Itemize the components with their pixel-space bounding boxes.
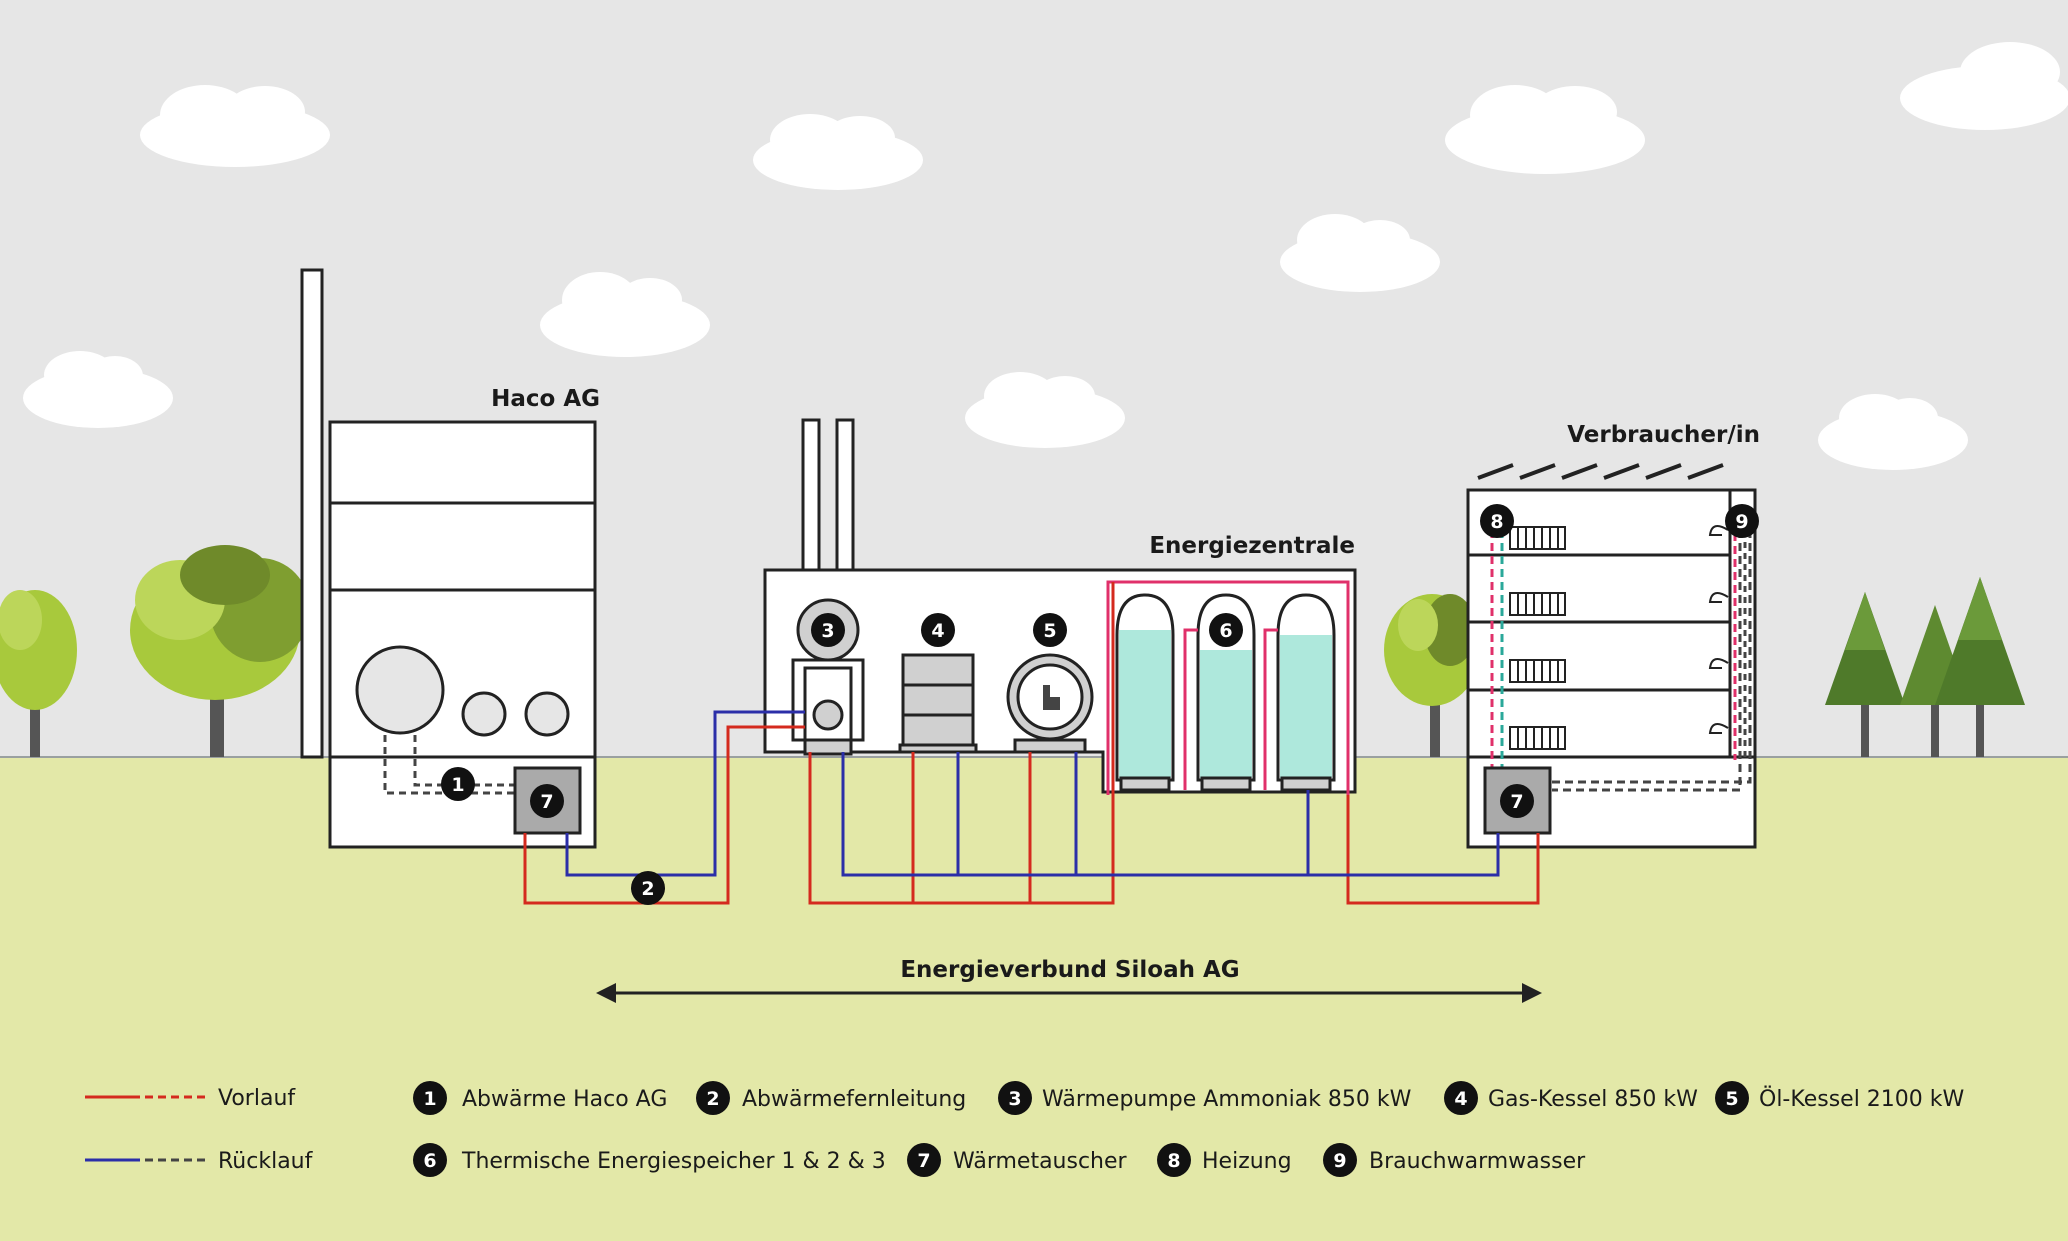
tree-middle — [1384, 594, 1480, 757]
consumer-hotwater-risers — [1552, 520, 1752, 792]
svg-text:9: 9 — [1333, 1150, 1346, 1172]
svg-text:Abwärme Haco AG: Abwärme Haco AG — [462, 1087, 667, 1112]
legend-item-7: 7 Wärmetauscher — [907, 1143, 1128, 1177]
haco-tank-small-1 — [461, 691, 507, 737]
ez-chimney-1 — [801, 418, 821, 574]
badge-4: 4 — [921, 613, 955, 647]
badge-5: 5 — [1033, 613, 1067, 647]
badge-6: 6 — [1209, 613, 1243, 647]
svg-text:7: 7 — [1510, 791, 1523, 813]
svg-text:8: 8 — [1490, 511, 1503, 533]
return-pipes — [565, 710, 1500, 877]
svg-text:6: 6 — [1219, 620, 1232, 642]
svg-text:4: 4 — [931, 620, 944, 642]
cloud-5 — [540, 272, 710, 357]
faucets — [1708, 525, 1729, 734]
badge-7-haco: 7 — [530, 784, 564, 818]
svg-text:Öl-Kessel 2100 kW: Öl-Kessel 2100 kW — [1759, 1086, 1965, 1112]
svg-text:Thermische Energiespeicher 1 &: Thermische Energiespeicher 1 & 2 & 3 — [461, 1149, 886, 1174]
badge-3: 3 — [811, 613, 845, 647]
cloud-6 — [1280, 214, 1440, 292]
svg-text:2: 2 — [706, 1088, 719, 1110]
svg-text:Wärmepumpe Ammoniak 850 kW: Wärmepumpe Ammoniak 850 kW — [1042, 1087, 1412, 1112]
svg-text:8: 8 — [1167, 1150, 1180, 1172]
ez-chimney-2 — [835, 418, 855, 574]
legend-item-3: 3 Wärmepumpe Ammoniak 850 kW — [998, 1081, 1412, 1115]
cloud-1 — [140, 85, 330, 167]
svg-text:6: 6 — [423, 1150, 436, 1172]
cloud-7 — [965, 372, 1125, 448]
legend-item-9: 9 Brauchwarmwasser — [1323, 1143, 1586, 1177]
label-verbraucher: Verbraucher/in — [1567, 422, 1760, 448]
storage-tanks — [1115, 593, 1336, 792]
cloud-8 — [23, 351, 173, 428]
cloud-2 — [753, 114, 923, 190]
svg-text:5: 5 — [1725, 1088, 1738, 1110]
svg-text:Heizung: Heizung — [1202, 1149, 1292, 1174]
svg-text:3: 3 — [821, 620, 834, 642]
badge-1: 1 — [441, 767, 475, 801]
tree-left-large — [130, 545, 310, 757]
gas-boiler — [898, 653, 978, 754]
svg-text:Brauchwarmwasser: Brauchwarmwasser — [1369, 1149, 1586, 1174]
legend-item-5: 5 Öl-Kessel 2100 kW — [1715, 1081, 1965, 1115]
supply-pipes — [523, 582, 1540, 905]
legend-item-4: 4 Gas-Kessel 850 kW — [1444, 1081, 1698, 1115]
legend-item-1: 1 Abwärme Haco AG — [413, 1081, 667, 1115]
label-verbund: Energieverbund Siloah AG — [900, 957, 1239, 983]
badge-8: 8 — [1480, 504, 1514, 538]
consumer-heating-risers — [1490, 530, 1504, 770]
svg-text:9: 9 — [1735, 511, 1748, 533]
label-energiezentrale: Energiezentrale — [1149, 533, 1355, 559]
cloud-9 — [1818, 394, 1968, 470]
svg-text:3: 3 — [1008, 1088, 1021, 1110]
svg-text:7: 7 — [540, 791, 553, 813]
badge-7-consumer: 7 — [1500, 784, 1534, 818]
svg-text:1: 1 — [451, 774, 464, 796]
oil-boiler — [1006, 653, 1094, 754]
svg-text:4: 4 — [1454, 1088, 1467, 1110]
svg-text:Abwärmefernleitung: Abwärmefernleitung — [742, 1087, 966, 1112]
label-haco: Haco AG — [491, 386, 600, 412]
pine-trees — [1825, 577, 2025, 757]
svg-text:5: 5 — [1043, 620, 1056, 642]
svg-text:2: 2 — [641, 878, 654, 900]
legend-return: Rücklauf — [85, 1149, 314, 1174]
tank-loop — [1106, 580, 1350, 795]
clouds — [23, 42, 2068, 470]
roof-solar-panels — [1477, 463, 1724, 480]
legend-return-label: Rücklauf — [218, 1149, 314, 1174]
svg-text:1: 1 — [423, 1088, 436, 1110]
cloud-3 — [1445, 85, 1645, 174]
legend-item-6: 6 Thermische Energiespeicher 1 & 2 & 3 — [413, 1143, 886, 1177]
legend-item-2: 2 Abwärmefernleitung — [696, 1081, 966, 1115]
svg-text:Gas-Kessel 850 kW: Gas-Kessel 850 kW — [1488, 1087, 1698, 1112]
haco-tank-large — [355, 645, 445, 735]
cloud-4 — [1900, 42, 2068, 130]
svg-text:7: 7 — [917, 1150, 930, 1172]
legend-item-8: 8 Heizung — [1157, 1143, 1292, 1177]
haco-chimney — [300, 268, 324, 759]
badge-2: 2 — [631, 871, 665, 905]
svg-text:Wärmetauscher: Wärmetauscher — [953, 1149, 1128, 1174]
verbund-arrow — [596, 983, 1542, 1003]
badge-9: 9 — [1725, 504, 1759, 538]
haco-tank-small-2 — [524, 691, 570, 737]
legend-supply: Vorlauf — [85, 1086, 296, 1111]
tree-left-small — [0, 590, 77, 757]
radiators — [1509, 526, 1566, 750]
legend-supply-label: Vorlauf — [218, 1086, 296, 1111]
